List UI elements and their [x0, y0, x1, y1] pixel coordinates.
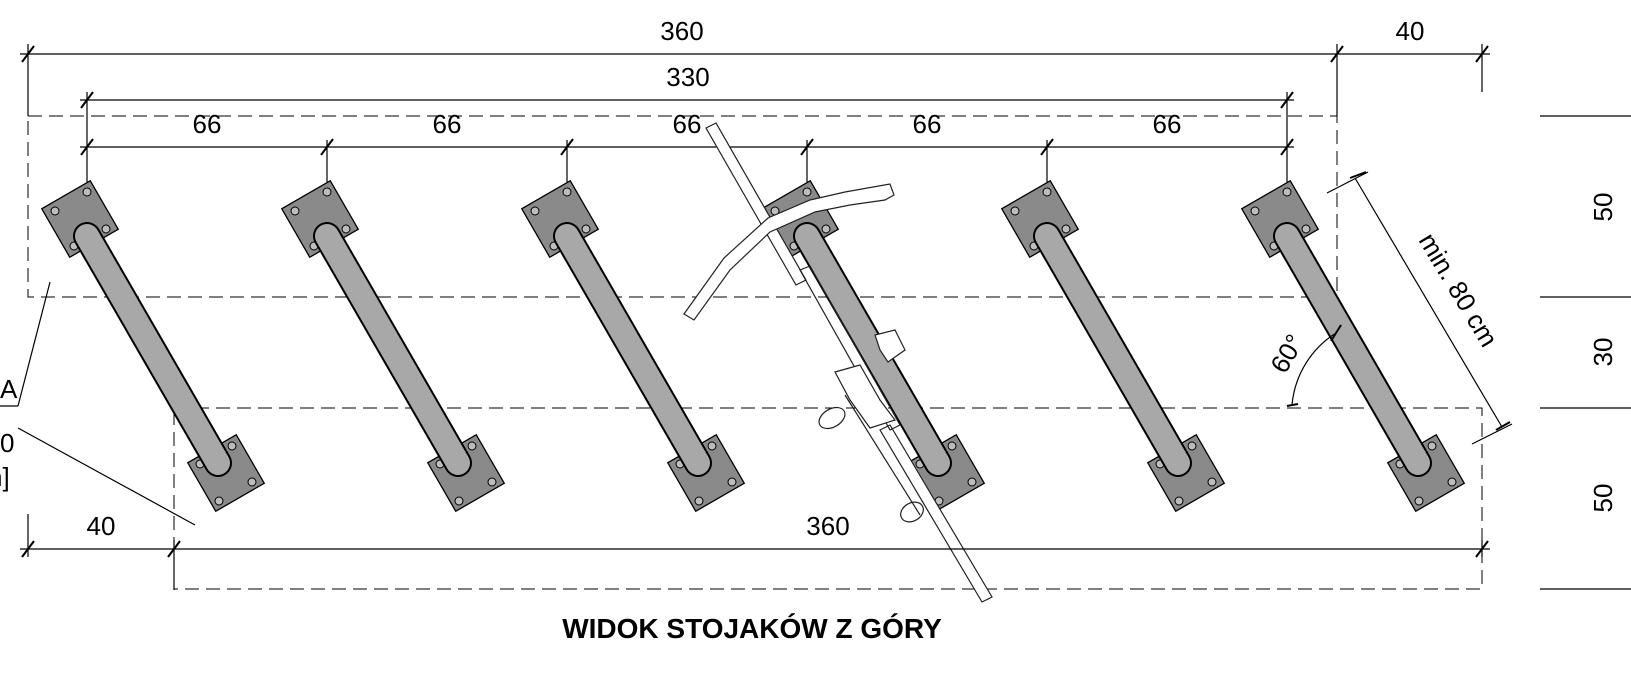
dim-right-3: 50	[1588, 484, 1618, 513]
dim-spacing-2: 66	[433, 109, 462, 139]
dim-spacing-1: 66	[193, 109, 222, 139]
rack-3	[521, 180, 745, 512]
dim-top-right: 40	[1396, 16, 1425, 46]
rack-2	[281, 180, 505, 512]
rack-1	[41, 180, 265, 512]
callout-line-3: n]	[0, 462, 10, 492]
dim-spacing-3: 66	[673, 109, 702, 139]
dim-bottom-left: 40	[87, 511, 116, 541]
angle-label: 60°	[1264, 329, 1310, 378]
spacing-dimension-chain	[80, 92, 1294, 186]
dim-spacing-4: 66	[913, 109, 942, 139]
bicycle-outline	[683, 122, 993, 603]
dim-spacing-5: 66	[1153, 109, 1182, 139]
dim-min-clearance: min. 80 cm	[1413, 228, 1504, 352]
dim-top-total: 360	[660, 16, 703, 46]
top-dimension-chain	[20, 44, 1490, 116]
rack-4	[761, 180, 985, 512]
dim-right-1: 50	[1588, 193, 1618, 222]
rack-6	[1241, 180, 1465, 512]
lower-parking-zone	[173, 407, 1483, 590]
upper-parking-zone	[27, 115, 1338, 298]
drawing-caption: WIDOK STOJAKÓW Z GÓRY	[562, 613, 942, 644]
dim-bottom-total: 360	[806, 511, 849, 541]
rack-5	[1001, 180, 1225, 512]
bottom-dimension-chain	[20, 514, 1490, 590]
callout-line-2: 0	[0, 428, 14, 458]
inner-span-dimension	[80, 91, 1294, 109]
dim-inner-span: 330	[666, 62, 709, 92]
callout-line-1: A	[0, 374, 18, 404]
min-clearance-dimension	[1326, 171, 1513, 445]
angle-arc	[1286, 324, 1342, 407]
dim-right-2: 30	[1588, 338, 1618, 367]
left-callout-leader	[0, 281, 196, 526]
